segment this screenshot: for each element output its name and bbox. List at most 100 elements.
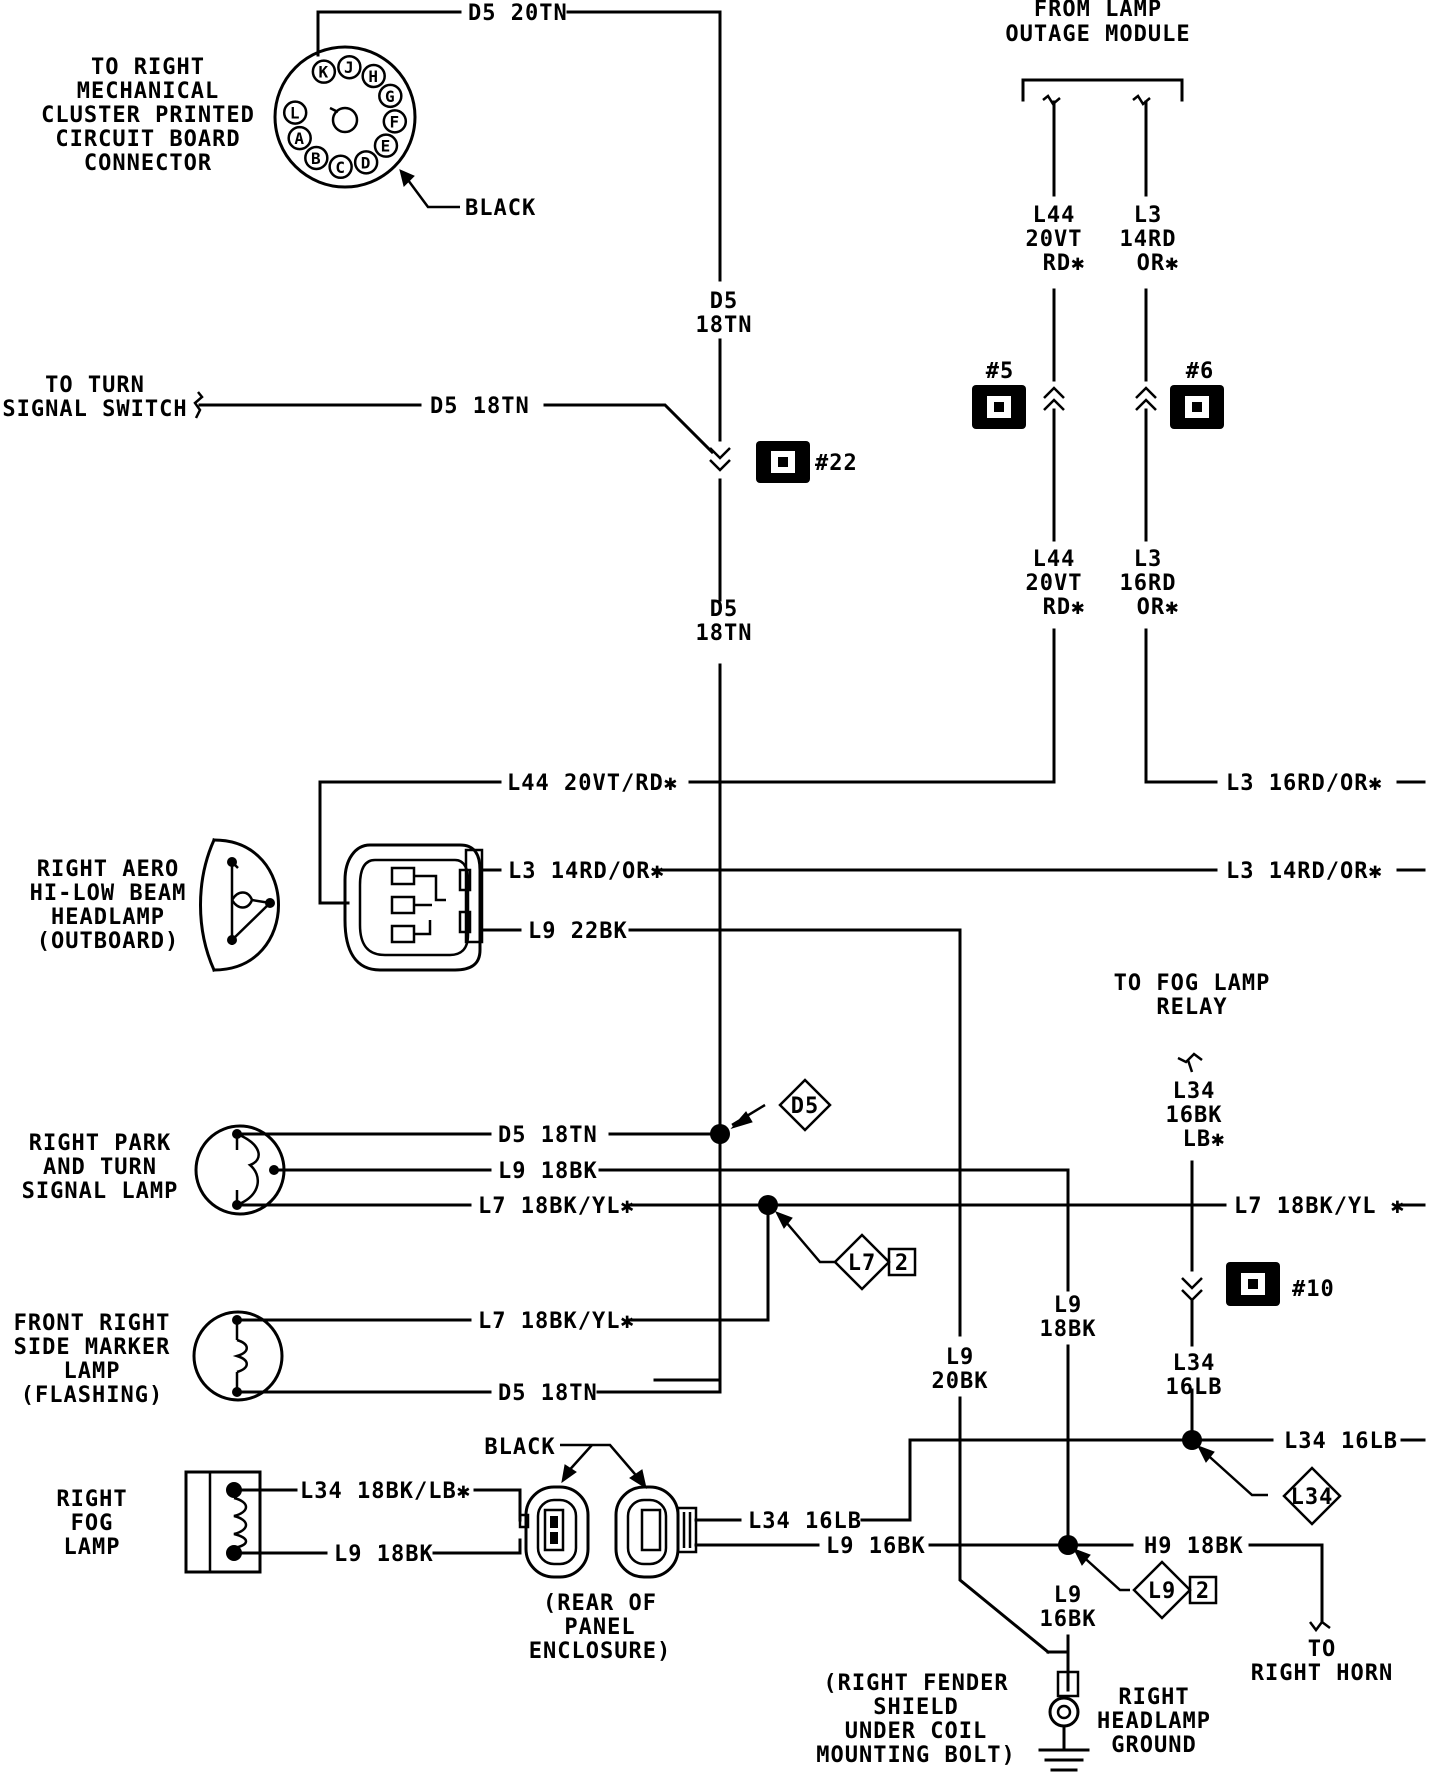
l34-diamond [1282, 1466, 1342, 1526]
connector-pin-label: K [319, 63, 330, 82]
connector-pin-label: H [368, 67, 379, 86]
d5-diamond [778, 1078, 832, 1132]
rear-panel-label: (REAR OF [543, 1591, 657, 1616]
ground-label: RIGHT [1118, 1685, 1189, 1710]
l3-label-b: L3 [1134, 547, 1163, 572]
svg-text:CLUSTER PRINTED: CLUSTER PRINTED [41, 103, 255, 128]
cluster-connector-label: TO RIGHT MECHANICAL CLUSTER PRINTED CIRC… [41, 55, 255, 176]
connector-pin-label: D [361, 153, 372, 172]
svg-text:RD✱: RD✱ [1043, 595, 1086, 620]
l34-diamond-label: L34 [1291, 1485, 1334, 1510]
svg-text:18TN: 18TN [696, 621, 753, 646]
black-fog-label: BLACK [484, 1435, 555, 1460]
svg-text:18BK: 18BK [1040, 1317, 1097, 1342]
svg-text:18TN: 18TN [696, 313, 753, 338]
svg-text:LAMP: LAMP [64, 1535, 121, 1560]
svg-text:HI-LOW BEAM: HI-LOW BEAM [30, 881, 187, 906]
side-marker-label: FRONT RIGHT [14, 1311, 171, 1336]
svg-text:MOUNTING BOLT): MOUNTING BOLT) [816, 1743, 1015, 1768]
outage-module-label: OUTAGE MODULE [1005, 22, 1190, 47]
svg-text:SHIELD: SHIELD [873, 1695, 958, 1720]
headlamp-symbol [199, 838, 280, 972]
l9-diamond-label: L9 [1148, 1579, 1177, 1604]
black-label: BLACK [465, 196, 536, 221]
svg-text:16RD: 16RD [1120, 571, 1177, 596]
l7-park-label: L7 18BK/YL✱ [478, 1194, 635, 1219]
svg-text:FOG: FOG [71, 1511, 114, 1536]
splice-d5 [710, 1124, 730, 1144]
c10-label: #10 [1292, 1277, 1335, 1302]
from-lamp-label: FROM LAMP [1034, 0, 1162, 22]
connector-pin-label: C [335, 158, 346, 177]
connector-pin-label: F [389, 112, 400, 131]
connector-pin-label: E [381, 137, 392, 156]
l9-16bk-v-label: L9 [1054, 1583, 1083, 1608]
svg-text:RELAY: RELAY [1156, 995, 1227, 1020]
l34-label-b: L34 [1173, 1351, 1216, 1376]
splice-l9 [1058, 1535, 1078, 1555]
c6-label: #6 [1186, 359, 1215, 384]
svg-text:ENCLOSURE): ENCLOSURE) [529, 1639, 671, 1664]
svg-text:CONNECTOR: CONNECTOR [84, 151, 212, 176]
connector-22 [709, 441, 810, 483]
d5-20tn-label: D5 20TN [468, 1, 568, 26]
park-lamp-symbol [194, 1124, 286, 1216]
l7-diamond-label: L7 [848, 1251, 877, 1276]
l44-h-label: L44 20VT/RD✱ [507, 771, 678, 796]
connector-5 [972, 385, 1026, 429]
svg-text:SIGNAL LAMP: SIGNAL LAMP [22, 1179, 179, 1204]
svg-text:16LB: 16LB [1166, 1375, 1223, 1400]
d5-18tn-label-a: D5 [710, 289, 739, 314]
connector-pin-label: L [290, 104, 301, 123]
svg-text:(FLASHING): (FLASHING) [21, 1383, 163, 1408]
l34-16lb-conn-label: L34 16LB [748, 1509, 862, 1534]
connector-pin [304, 145, 329, 171]
svg-text:UNDER COIL: UNDER COIL [845, 1719, 987, 1744]
fog-lamp-label: RIGHT [56, 1487, 127, 1512]
connector-pin-label: J [344, 58, 355, 77]
connector-pin [382, 109, 408, 134]
l9-mid-label: L9 [1054, 1293, 1083, 1318]
connector-pin [353, 150, 379, 175]
fog-connector-male [614, 1485, 698, 1579]
svg-text:AND TURN: AND TURN [43, 1155, 157, 1180]
svg-text:MECHANICAL: MECHANICAL [77, 79, 219, 104]
l3-14-h-label: L3 14RD/OR✱ [508, 859, 665, 884]
svg-text:HEADLAMP: HEADLAMP [1097, 1709, 1211, 1734]
l3-14-right-label: L3 14RD/OR✱ [1226, 859, 1383, 884]
svg-text:TO RIGHT: TO RIGHT [91, 55, 205, 80]
d5-diamond-label: D5 [791, 1094, 820, 1119]
d5-side-label: D5 18TN [498, 1381, 598, 1406]
svg-text:RIGHT HORN: RIGHT HORN [1251, 1661, 1393, 1686]
connector-pin-label: G [385, 87, 396, 106]
ground-symbol [1038, 1650, 1090, 1772]
l9-park-label: L9 18BK [498, 1159, 598, 1184]
l34-16lb-right-label: L34 16LB [1284, 1429, 1398, 1454]
svg-text:20BK: 20BK [932, 1369, 989, 1394]
svg-text:14RD: 14RD [1120, 227, 1177, 252]
connector-10 [1226, 1262, 1280, 1306]
l3-label-a: L3 [1134, 203, 1163, 228]
splice-l34 [1182, 1430, 1202, 1450]
l34-18-label: L34 18BK/LB✱ [300, 1479, 471, 1504]
svg-text:OR✱: OR✱ [1137, 251, 1180, 276]
connector-pin [337, 54, 362, 80]
connector-pin [311, 59, 337, 84]
fog-lamp-symbol [184, 1470, 262, 1574]
svg-text:GROUND: GROUND [1111, 1733, 1196, 1758]
l9-22bk-label: L9 22BK [528, 919, 628, 944]
svg-text:20VT: 20VT [1026, 571, 1083, 596]
svg-text:SIGNAL SWITCH: SIGNAL SWITCH [2, 397, 187, 422]
connector-pin [378, 83, 403, 109]
svg-text:RD✱: RD✱ [1043, 251, 1086, 276]
svg-text:LAMP: LAMP [64, 1359, 121, 1384]
l34-label-a: L34 [1173, 1079, 1216, 1104]
l9-left-label: L9 [946, 1345, 975, 1370]
connector-pin [282, 100, 308, 125]
d5-park-label: D5 18TN [498, 1123, 598, 1148]
l44-label-a: L44 [1033, 203, 1076, 228]
park-lamp-label: RIGHT PARK [29, 1131, 171, 1156]
l9-diamond [1132, 1560, 1218, 1620]
